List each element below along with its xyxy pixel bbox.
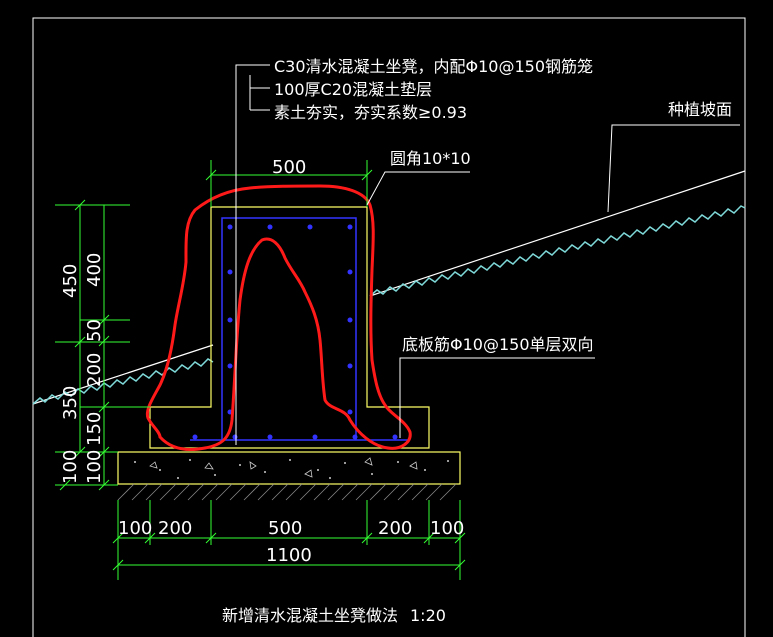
dim-bottom-3: 500 [268, 518, 302, 539]
note-slope: 种植坡面 [668, 100, 732, 119]
dim-h-50: 50 [84, 319, 105, 342]
drawing-title: 新增清水混凝土坐凳做法 [222, 606, 398, 625]
dim-h-350: 350 [60, 386, 81, 420]
drawing-frame [32, 17, 746, 637]
rebar-cage [190, 217, 410, 441]
dim-h-100-inner: 100 [84, 450, 105, 484]
red-markup [145, 184, 412, 452]
dim-h-200: 200 [84, 353, 105, 387]
note-concrete-seat: C30清水混凝土坐凳，内配Φ10@150钢筋笼 [274, 57, 593, 76]
dim-total-width: 1100 [266, 545, 312, 566]
dim-h-400: 400 [84, 253, 105, 287]
dim-bottom-5: 100 [430, 518, 464, 539]
concrete-seat-outline [149, 206, 430, 449]
note-cushion: 100厚C20混凝土垫层 [274, 80, 432, 99]
note-base-rebar: 底板筋Φ10@150单层双向 [402, 335, 594, 354]
leader-lines [235, 64, 740, 445]
note-fillet: 圆角10*10 [390, 149, 471, 168]
dim-bottom-1: 100 [118, 518, 152, 539]
rebar-dots [192, 224, 398, 440]
dim-bottom-2: 200 [158, 518, 192, 539]
dim-h-150: 150 [84, 412, 105, 446]
dimension-lines [55, 160, 466, 580]
soil-hatch [117, 483, 457, 501]
cushion-layer [117, 451, 461, 485]
slope-right [369, 170, 746, 297]
drawing-scale: 1:20 [410, 606, 446, 625]
dim-h-450: 450 [60, 264, 81, 298]
dim-top-width: 500 [272, 157, 306, 178]
note-soil: 素土夯实，夯实系数≥0.93 [274, 103, 467, 122]
dim-bottom-4: 200 [378, 518, 412, 539]
slope-left [32, 344, 214, 405]
dim-h-100-outer: 100 [60, 450, 81, 484]
